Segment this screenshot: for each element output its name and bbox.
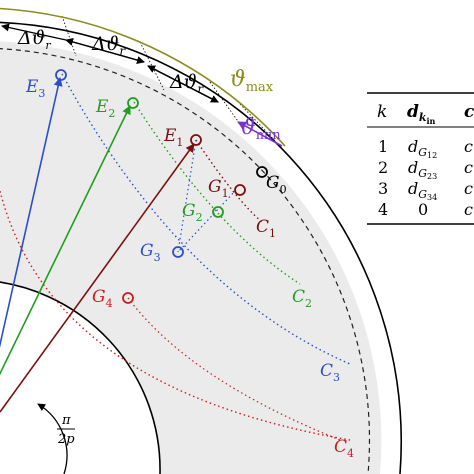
vector-e2 bbox=[0, 105, 131, 376]
delta-arrow-1 bbox=[1, 23, 67, 41]
point-g4 bbox=[122, 292, 134, 304]
point-e1 bbox=[190, 134, 202, 146]
point-g1 bbox=[234, 184, 246, 196]
label-c1: C1 bbox=[256, 217, 276, 240]
delta-arrow-2 bbox=[65, 38, 145, 63]
radial-guide-3 bbox=[209, 81, 241, 125]
theta-min-label: ϑmin bbox=[240, 115, 281, 143]
table-row-4-d: 0 bbox=[418, 200, 428, 219]
table-row-2-c: c bbox=[464, 158, 473, 177]
delta-label-3: Δϑr bbox=[169, 71, 204, 96]
label-g1: G1 bbox=[208, 177, 229, 200]
table-header-k: k bbox=[377, 102, 387, 122]
point-e2 bbox=[127, 97, 139, 109]
table-row-1-k: 1 bbox=[378, 137, 388, 156]
label-g4: G4 bbox=[92, 287, 113, 310]
parameter-table: k dkin c 1 dG12 c 2 dG23 c 3 dG34 c 4 0 … bbox=[367, 92, 474, 225]
point-g3 bbox=[172, 246, 184, 258]
theta-max-arrow bbox=[0, 7, 286, 147]
point-g0 bbox=[256, 166, 268, 178]
radial-guide-1 bbox=[61, 15, 77, 57]
radial-guide-4 bbox=[239, 103, 281, 147]
label-c2: C2 bbox=[292, 287, 312, 310]
vector-e1 bbox=[0, 143, 195, 413]
label-g3: G3 bbox=[140, 241, 161, 264]
angle-pi: π bbox=[61, 413, 71, 428]
delta-arrow-3b bbox=[147, 65, 219, 103]
label-e3: E3 bbox=[25, 77, 45, 100]
table-row-3-d: dG34 bbox=[408, 179, 437, 202]
table-row-3-c: c bbox=[464, 179, 473, 198]
connector-g-line-2 bbox=[177, 189, 237, 253]
theta-min-arrow bbox=[237, 121, 283, 147]
delta-label-2: Δϑr bbox=[91, 33, 126, 58]
table-header-c: c bbox=[464, 102, 474, 122]
curve-c2 bbox=[133, 101, 301, 285]
outer-boundary-arc bbox=[0, 21, 403, 474]
connector-g-line bbox=[177, 139, 197, 253]
label-g2: G2 bbox=[182, 201, 203, 224]
label-e1: E1 bbox=[163, 126, 183, 149]
curve-c3 bbox=[61, 73, 351, 365]
table-row-1-d: dG12 bbox=[408, 137, 437, 160]
table-row-4-k: 4 bbox=[378, 200, 388, 219]
angle-2p: 2p bbox=[57, 432, 75, 447]
vector-e3 bbox=[0, 77, 63, 349]
label-g0: G0 bbox=[266, 173, 287, 196]
point-g2 bbox=[212, 206, 224, 218]
curve-c1 bbox=[195, 139, 263, 223]
theta-max-label: ϑmax bbox=[230, 67, 274, 95]
label-c3: C3 bbox=[320, 361, 340, 384]
table-row-2-d: dG23 bbox=[408, 158, 437, 181]
table-header-d: dkin bbox=[407, 102, 436, 126]
angle-pi-2p-arrow bbox=[37, 403, 68, 474]
point-e3 bbox=[55, 69, 67, 81]
annular-region bbox=[0, 41, 382, 474]
table-row-4-c: c bbox=[464, 200, 473, 219]
inner-boundary-arc bbox=[0, 281, 161, 474]
table-row-1-c: c bbox=[464, 137, 473, 156]
dashed-arc bbox=[0, 48, 371, 474]
label-c4: C4 bbox=[334, 437, 354, 460]
table-row-3-k: 3 bbox=[378, 179, 388, 198]
delta-label-1: Δϑr bbox=[17, 27, 51, 52]
label-e2: E2 bbox=[95, 97, 115, 120]
table-row-2-k: 2 bbox=[378, 158, 388, 177]
